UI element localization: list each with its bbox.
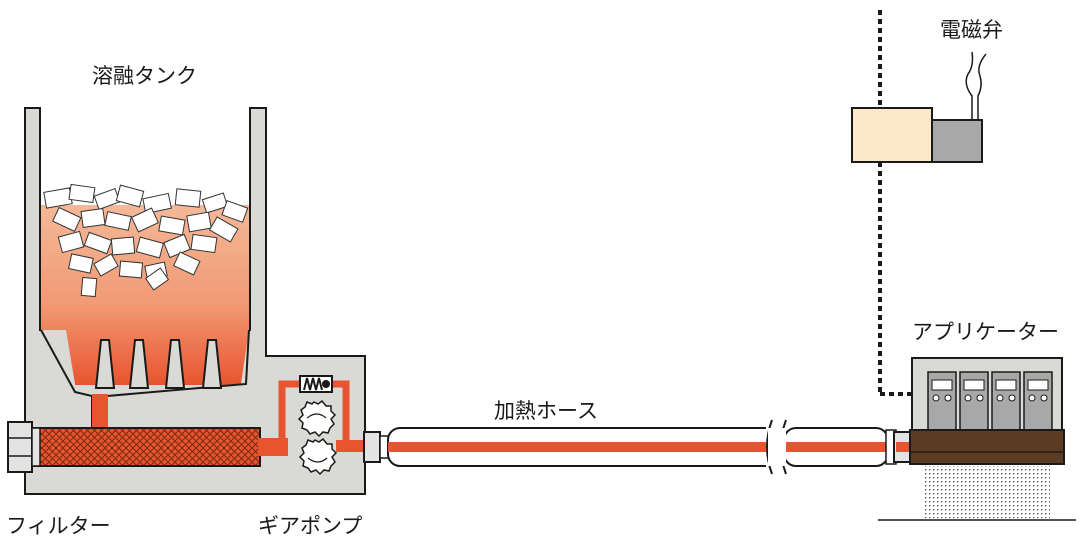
heated-hose	[363, 419, 912, 475]
gear-pump-label: ギアポンプ	[258, 514, 363, 538]
applicator	[878, 357, 1076, 521]
glue-pellets	[43, 183, 249, 298]
solenoid-valve-label: 電磁弁	[940, 18, 1003, 42]
solenoid-valve	[851, 10, 987, 396]
filter	[7, 421, 261, 473]
melt-tank-label: 溶融タンク	[92, 64, 197, 88]
heater-fins	[94, 339, 223, 389]
filter-label: フィルター	[6, 514, 111, 538]
gear-pump	[258, 375, 366, 476]
applicator-label: アプリケーター	[912, 320, 1059, 344]
heated-hose-label: 加熱ホース	[494, 399, 598, 423]
glue-spray	[924, 466, 1050, 518]
